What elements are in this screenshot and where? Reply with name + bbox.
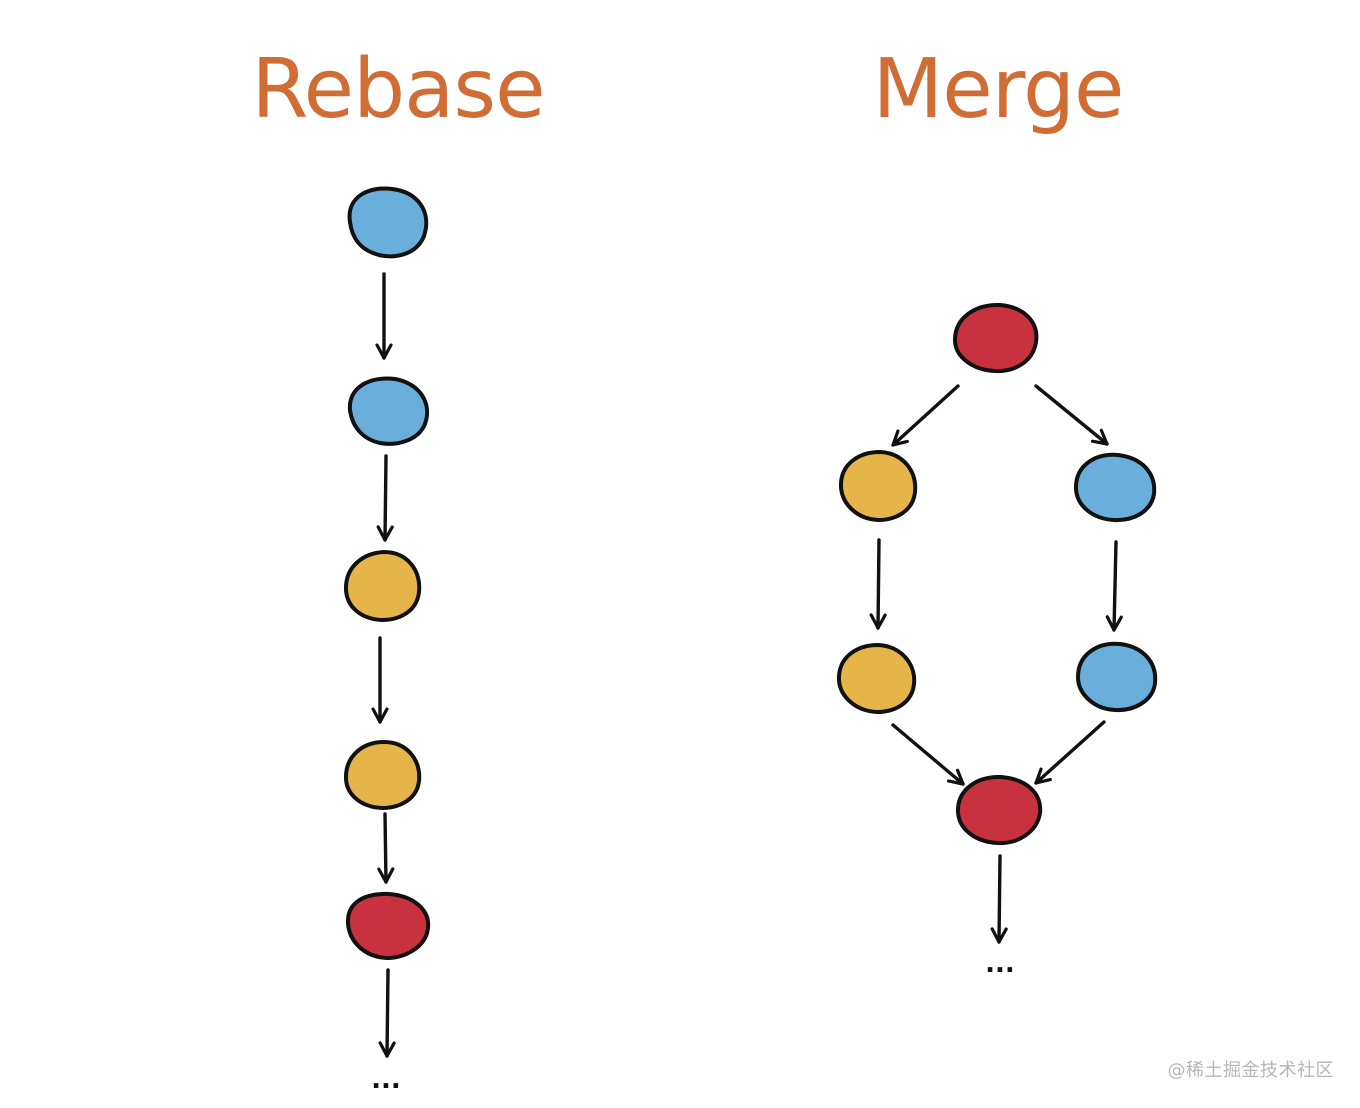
rebase-arrow-5 — [378, 968, 396, 1058]
merge-arrow-left-down — [869, 538, 887, 630]
rebase-commit-2 — [347, 376, 430, 446]
rebase-commit-3 — [343, 550, 422, 622]
rebase-commit-4 — [343, 740, 422, 810]
merge-left-commit-2 — [836, 643, 917, 714]
rebase-arrow-2 — [376, 454, 394, 542]
merge-base-commit — [953, 302, 1039, 374]
rebase-graph: ... — [343, 186, 431, 1095]
rebase-commit-1 — [347, 186, 429, 259]
watermark: @稀土掘金技术社区 — [1167, 1060, 1334, 1081]
merge-arrow-left-join — [891, 723, 965, 786]
rebase-title: Rebase — [251, 42, 545, 137]
merge-right-commit-2 — [1076, 641, 1158, 713]
merge-arrow-right-join — [1034, 720, 1106, 785]
merge-arrow-continue — [990, 854, 1008, 944]
merge-continuation: ... — [985, 949, 1015, 979]
merge-graph: ... — [836, 302, 1158, 979]
rebase-arrow-4 — [377, 812, 395, 884]
merge-right-commit-1 — [1073, 452, 1157, 523]
merge-left-commit-1 — [838, 450, 918, 522]
merge-arrow-right-down — [1105, 540, 1123, 632]
merge-arrow-base-right — [1034, 384, 1109, 446]
merge-commit — [955, 774, 1043, 846]
rebase-commit-5 — [345, 891, 431, 960]
rebase-continuation: ... — [371, 1065, 401, 1095]
merge-arrow-base-left — [891, 384, 960, 447]
merge-title: Merge — [872, 42, 1125, 137]
